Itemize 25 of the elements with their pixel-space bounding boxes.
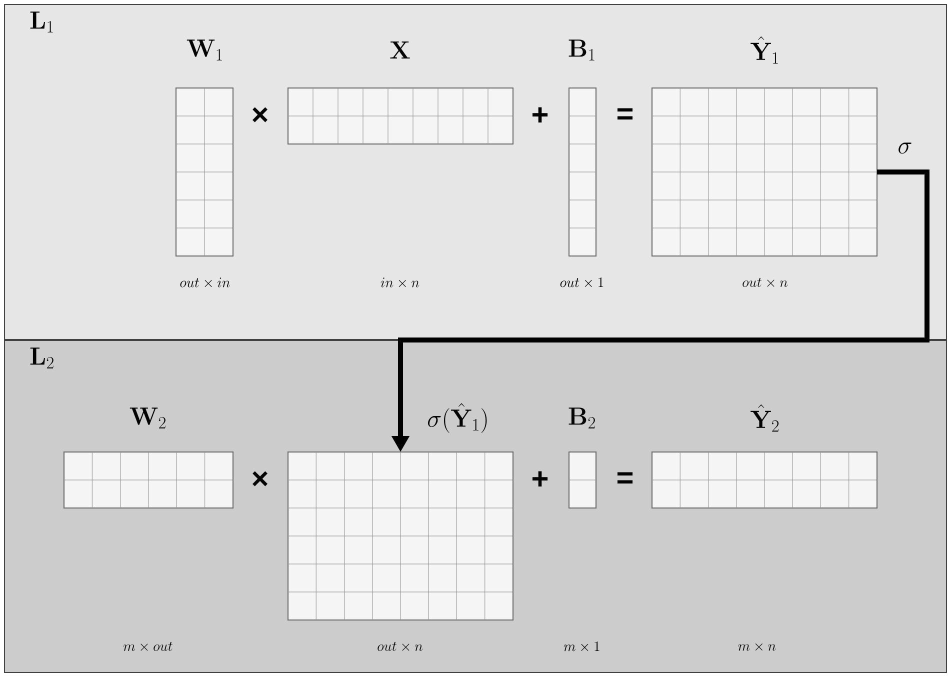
- matrix-label: $\mathbf{W}_1$: [186, 40, 222, 60]
- matrix-label: $\hat{\mathbf{Y}}_2$: [750, 404, 779, 432]
- size-label: $m \times 1$: [564, 641, 600, 652]
- matrix-label: $\mathbf{X}$: [390, 41, 410, 59]
- matrix-label: $\mathbf{W}_2$: [130, 408, 166, 428]
- size-label: $m \times out$: [123, 642, 172, 651]
- matrix-label: $\mathbf{B}_2$: [568, 408, 595, 428]
- size-label: $in \times n$: [380, 278, 420, 288]
- matrix-label: $\hat{\mathbf{Y}}_1$: [750, 36, 778, 64]
- panel-label: $\mathbf{L}_2$: [30, 348, 54, 368]
- operator-sign: ×: [252, 107, 268, 122]
- size-label: $out \times n$: [742, 278, 788, 287]
- size-label: $m \times n$: [738, 644, 776, 651]
- operator-sign: ×: [252, 471, 268, 486]
- panel-label: $\mathbf{L}_1$: [30, 12, 53, 32]
- operator-sign: +: [532, 107, 548, 122]
- size-label: $out \times 1$: [560, 277, 604, 288]
- edge-label: $\sigma$: [898, 142, 912, 154]
- operator-sign: =: [617, 108, 633, 120]
- matrix-label: $\mathbf{B}_1$: [568, 40, 594, 60]
- size-label: $out \times n$: [378, 642, 423, 651]
- matrix-label: $\sigma(\hat{\mathbf{Y}}_1)$: [428, 403, 487, 433]
- operator-sign: =: [617, 472, 633, 484]
- size-label: $out \times in$: [180, 278, 230, 288]
- operator-sign: +: [532, 471, 548, 486]
